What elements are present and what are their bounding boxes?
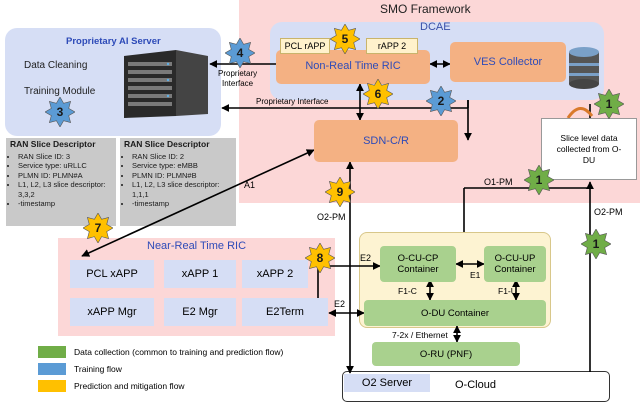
o-cu-up-label: O-CU-UP (494, 253, 536, 264)
sdn-c-r-box[interactable]: SDN-C/R (314, 120, 458, 162)
step-badge-icon: 2 (425, 85, 457, 117)
descriptor-1-item: L1, L2, L3 slice descriptor: 3,3,2 (18, 180, 116, 199)
a1-label: A1 (244, 180, 256, 190)
pcl-xapp-box[interactable]: PCL xAPP (70, 260, 154, 288)
step-badge-icon: 4 (224, 37, 256, 69)
non-rt-ric-label: Non-Real Time RIC (305, 60, 401, 72)
database-icon (566, 46, 602, 90)
xapp2-label: xAPP 2 (256, 268, 294, 280)
descriptor-1-item: -timestamp (18, 199, 116, 209)
step-badge-number: 2 (437, 94, 445, 108)
legend-label: Prediction and mitigation flow (74, 381, 185, 391)
pcl-xapp-label: PCL xAPP (86, 268, 138, 280)
pcl-rapp-box[interactable]: PCL rAPP (280, 38, 330, 54)
f1-c-label: F1-C (398, 286, 417, 296)
o-cloud-label: O-Cloud (455, 379, 496, 391)
legend-swatch (38, 380, 66, 392)
step-badge-icon: 1 (523, 164, 555, 196)
slice-data-box: Slice level data collected from O- DU (541, 118, 637, 180)
e2-mgr-box[interactable]: E2 Mgr (164, 298, 236, 326)
o1-pm-label: O1-PM (484, 177, 513, 187)
step-badge-number: 4 (236, 46, 244, 60)
legend-label: Training flow (74, 364, 122, 374)
dcae-title: DCAE (420, 21, 451, 33)
e2-top-label: E2 (360, 253, 372, 263)
proprietary-label-2: Interface (222, 79, 254, 88)
server-rack-icon (116, 46, 214, 120)
o-cu-cp-label: O-CU-CP (397, 253, 439, 264)
o-cu-cp-sub: Container (397, 264, 439, 275)
legend: Data collection (common to training and … (30, 344, 320, 396)
pcl-rapp-label: PCL rAPP (284, 41, 326, 51)
o2-server-label: O2 Server (361, 377, 413, 389)
curved-arrow (566, 107, 594, 119)
step-badge-icon: 3 (44, 96, 76, 128)
legend-label: Data collection (common to training and … (74, 347, 284, 357)
ves-collector-label: VES Collector (473, 56, 543, 68)
step-badge-icon: 8 (304, 242, 336, 274)
step-badge-icon: 5 (329, 23, 361, 55)
rapp2-box[interactable]: rAPP 2 (366, 38, 418, 54)
step-badge-number: 6 (374, 87, 382, 101)
o-du-container[interactable]: O-DU Container (364, 300, 546, 326)
xapp-mgr-box[interactable]: xAPP Mgr (70, 298, 154, 326)
o-cu-up-container[interactable]: O-CU-UP Container (484, 246, 546, 282)
o-cu-up-sub: Container (494, 264, 536, 275)
step-badge-number: 9 (336, 185, 344, 199)
step-badge-number: 8 (316, 251, 324, 265)
step-badge-number: 7 (94, 221, 102, 235)
descriptor-1-item: Service type: uRLLC (18, 161, 116, 171)
descriptor-1-item: RAN Slice ID: 3 (18, 152, 116, 162)
o2-pm-left-label: O2-PM (317, 212, 346, 222)
step-badge-icon: 1 (580, 228, 612, 260)
fronthaul-label: 7-2x / Ethernet (392, 330, 448, 340)
proprietary-interface-label: Proprietary Interface (256, 97, 329, 106)
o-ru-label: O-RU (PNF) (419, 348, 473, 360)
descriptor-1-item: PLMN ID: PLMN#A (18, 171, 116, 181)
step-badge-number: 5 (341, 32, 349, 46)
step-badge-number: 1 (592, 237, 600, 251)
legend-swatch (38, 363, 66, 375)
ran-slice-descriptor-1: RAN Slice Descriptor RAN Slice ID: 3 Ser… (10, 139, 116, 209)
non-rt-ric-box[interactable] (276, 50, 430, 84)
ai-server-module-line2: Training Module (24, 86, 96, 97)
e2term-box[interactable]: E2Term (242, 298, 328, 326)
step-badge-number: 3 (56, 105, 64, 119)
o-cu-cp-container[interactable]: O-CU-CP Container (380, 246, 456, 282)
step-badge-number: 1 (535, 173, 543, 187)
o2-pm-right-label: O2-PM (594, 207, 623, 217)
ai-server-module-line1: Data Cleaning (24, 60, 88, 71)
step-badge-number: 1 (605, 97, 613, 111)
e1-label: E1 (470, 270, 481, 280)
proprietary-label-1: Proprietary (218, 69, 258, 78)
smo-framework-title: SMO Framework (380, 2, 471, 16)
legend-swatch (38, 346, 66, 358)
step-badge-icon: 6 (362, 78, 394, 110)
step-badge-icon: 1 (593, 88, 625, 120)
slice-data-line1: Slice level data (560, 132, 618, 143)
e2term-label: E2Term (266, 306, 304, 318)
descriptor-1-title: RAN Slice Descriptor (10, 139, 96, 149)
f1-u-label: F1-U (498, 286, 517, 296)
slice-data-line3: DU (582, 154, 596, 165)
step-badge-icon: 7 (82, 212, 114, 244)
slice-data-line2: collected from O- (556, 143, 622, 154)
step-badge-icon: 9 (324, 176, 356, 208)
ves-collector-box[interactable]: VES Collector (450, 42, 566, 82)
descriptor-2-title: RAN Slice Descriptor (124, 139, 210, 149)
ai-server-title: Proprietary AI Server (66, 36, 161, 47)
e2-mgr-label: E2 Mgr (182, 306, 218, 318)
xapp2-box[interactable]: xAPP 2 (242, 260, 308, 288)
o-ru-box[interactable]: O-RU (PNF) (372, 342, 520, 366)
xapp1-label: xAPP 1 (181, 268, 219, 280)
rapp2-label: rAPP 2 (377, 41, 407, 51)
sdn-c-r-label: SDN-C/R (363, 135, 409, 147)
o2-server-box[interactable]: O2 Server (344, 374, 430, 392)
xapp1-box[interactable]: xAPP 1 (164, 260, 236, 288)
xapp-mgr-label: xAPP Mgr (87, 306, 137, 318)
o-du-label: O-DU Container (420, 307, 490, 319)
e2-bottom-label: E2 (334, 299, 346, 309)
